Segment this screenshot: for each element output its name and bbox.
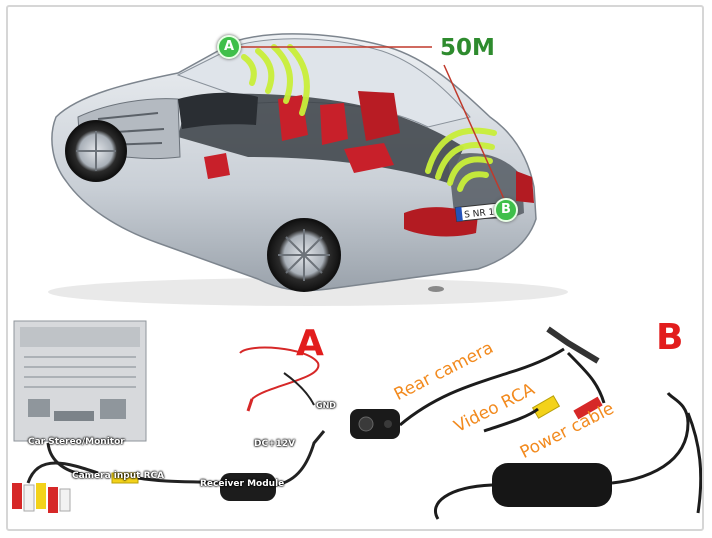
gnd-label: GND — [316, 401, 336, 410]
kit-b-letter: B — [656, 317, 684, 358]
distance-label: 50M — [440, 35, 495, 61]
point-a-badge: A — [217, 35, 241, 59]
point-b-badge: B — [494, 198, 518, 222]
product-image-frame: S NR 1 A B 50M — [6, 5, 704, 531]
car-illustration: S NR 1 — [48, 33, 568, 306]
camera-input-rca-label: Camera input RCA — [72, 471, 165, 481]
kit-components-photo — [12, 320, 702, 520]
kit-a-letter: A — [296, 323, 324, 364]
dc-12v-label: DC+12V — [254, 439, 296, 449]
license-plate: S NR 1 — [464, 208, 495, 221]
receiver-module-label: Receiver Module — [200, 479, 285, 489]
car-stereo-label: Car Stereo/Monitor — [28, 437, 125, 447]
